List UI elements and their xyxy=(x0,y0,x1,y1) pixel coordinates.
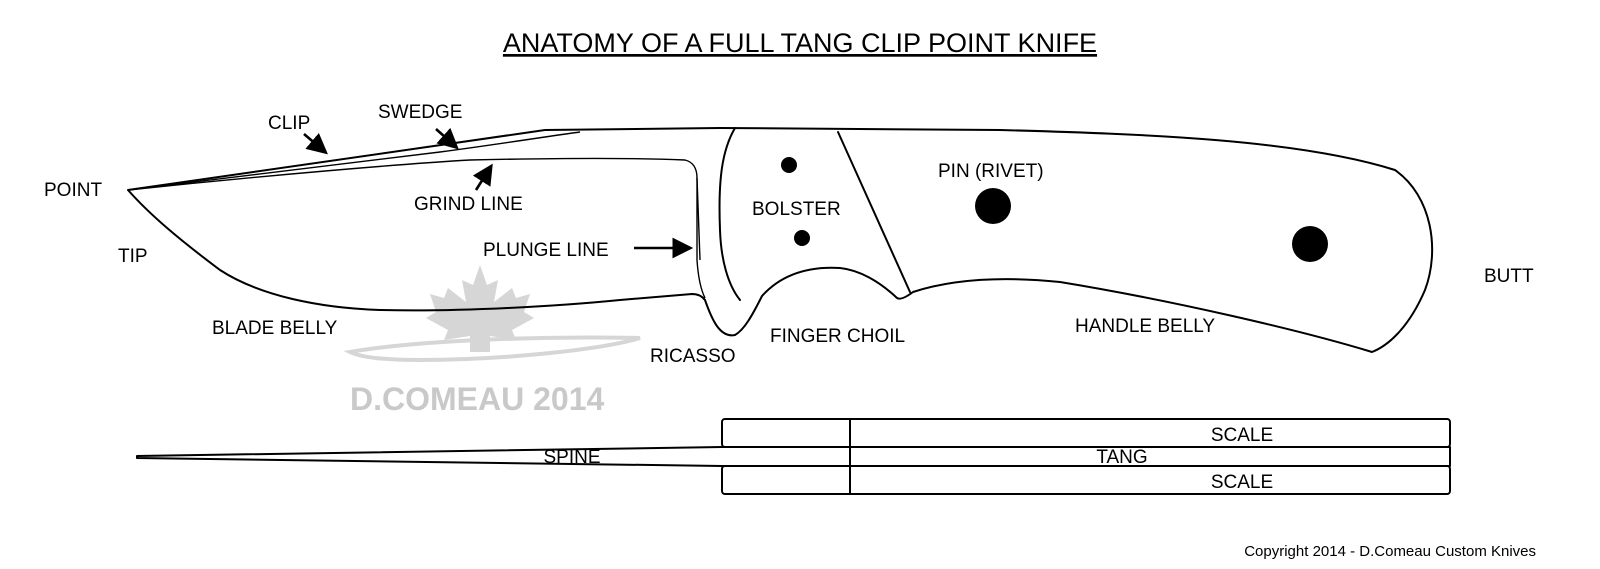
label-pin: PIN (RIVET) xyxy=(938,161,1044,182)
copyright-text: Copyright 2014 - D.Comeau Custom Knives xyxy=(1244,543,1536,560)
handle-pin-rear xyxy=(1292,226,1328,262)
label-clip: CLIP xyxy=(268,113,310,134)
bolster-pin-top xyxy=(781,157,797,173)
label-blade-belly: BLADE BELLY xyxy=(212,318,338,339)
label-bolster: BOLSTER xyxy=(752,199,841,220)
label-point: POINT xyxy=(44,180,102,201)
arrow-icon xyxy=(435,127,459,150)
arrow-icon xyxy=(472,163,493,191)
label-tang: TANG xyxy=(1096,447,1147,468)
label-finger-choil: FINGER CHOIL xyxy=(770,326,905,347)
label-butt: BUTT xyxy=(1484,266,1534,287)
label-plunge-line: PLUNGE LINE xyxy=(483,240,609,261)
knife-spine-view xyxy=(136,418,1451,495)
label-handle-belly: HANDLE BELLY xyxy=(1075,316,1215,337)
label-scale-bottom: SCALE xyxy=(1211,472,1273,493)
label-tip: TIP xyxy=(118,246,148,267)
diagram-title: ANATOMY OF A FULL TANG CLIP POINT KNIFE xyxy=(503,28,1097,58)
label-swedge: SWEDGE xyxy=(378,102,462,123)
watermark-text: D.COMEAU 2014 xyxy=(350,381,605,417)
arrow-icon xyxy=(303,132,328,155)
label-grind-line: GRIND LINE xyxy=(414,194,523,215)
label-spine: SPINE xyxy=(543,447,600,468)
maple-leaf-icon xyxy=(343,265,641,363)
label-scale-top: SCALE xyxy=(1211,425,1273,446)
handle-pin-front xyxy=(975,188,1011,224)
knife-profile xyxy=(127,127,1434,353)
bolster-pin-bottom xyxy=(794,230,810,246)
label-ricasso: RICASSO xyxy=(650,346,736,367)
